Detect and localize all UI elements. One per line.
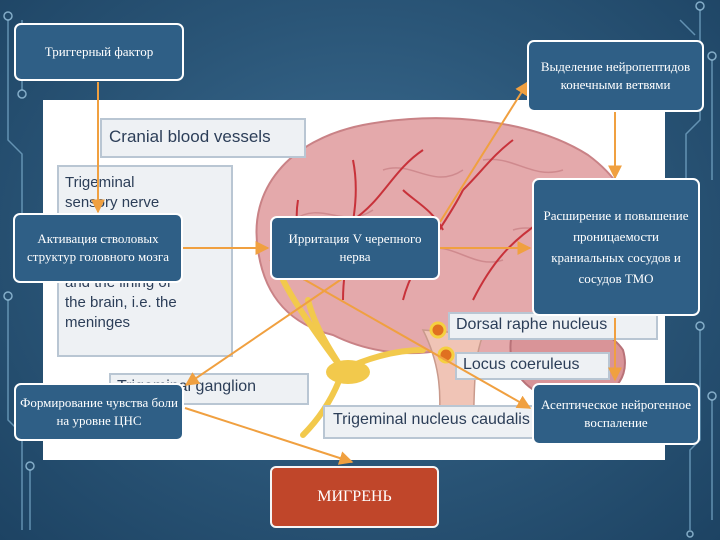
trigger-factor-box: Триггерный фактор [14, 23, 184, 81]
nucleus-caudalis-label: Trigeminal nucleus caudalis [333, 411, 530, 428]
dilation-box: Расширение и повышение проницаемости кра… [532, 178, 700, 316]
pain-formation-box: Формирование чувства боли на уровне ЦНС [14, 383, 184, 441]
trigeminal-ganglion-shape [326, 360, 370, 384]
cranial-vessels-label-box [100, 118, 306, 158]
activation-text: Активация стволовых структур головного м… [27, 231, 169, 264]
dorsal-raphe-label: Dorsal raphe nucleus [456, 316, 608, 333]
dilation-text: Расширение и повышение проницаемости кра… [543, 208, 689, 286]
neuropeptides-box: Выделение нейропептидов конечными ветвям… [527, 40, 704, 112]
activation-box: Активация стволовых структур головного м… [13, 213, 183, 283]
cranial-vessels-label: Cranial blood vessels [109, 127, 271, 146]
migraine-box: МИГРЕНЬ [270, 466, 439, 528]
inflammation-box: Асептическое нейрогенное воспаление [532, 383, 700, 445]
neuropeptides-text: Выделение нейропептидов конечными ветвям… [540, 59, 691, 92]
irritation-text: Ирритация V черепного нерва [288, 231, 422, 264]
trigger-factor-text: Триггерный фактор [44, 44, 154, 59]
migraine-text: МИГРЕНЬ [317, 488, 392, 505]
locus-coeruleus-label: Locus coeruleus [463, 356, 580, 373]
inflammation-text: Асептическое нейрогенное воспаление [540, 397, 692, 430]
irritation-box: Ирритация V черепного нерва [270, 216, 440, 280]
pain-formation-text: Формирование чувства боли на уровне ЦНС [20, 395, 178, 428]
